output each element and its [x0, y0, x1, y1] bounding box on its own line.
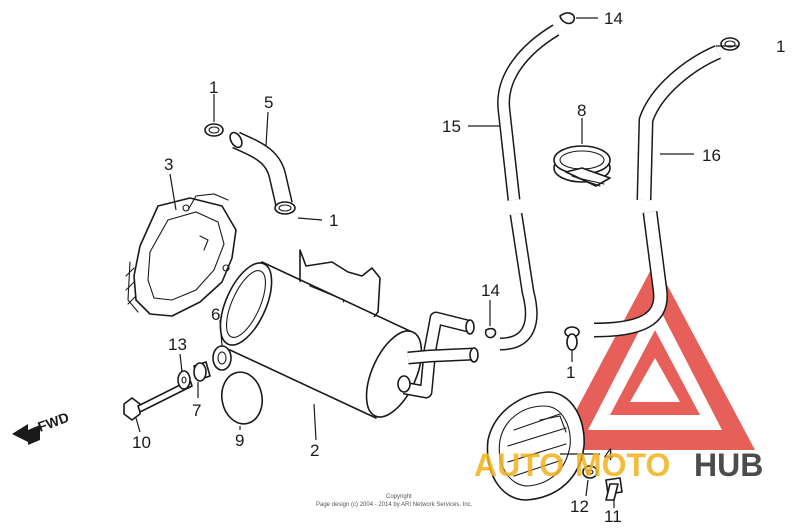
- watermark-text-moto: MOTO: [575, 447, 670, 483]
- hose-16: [593, 45, 722, 338]
- watermark-logo: [555, 262, 755, 450]
- watermark-wordmark: AUTO MOTO HUB: [474, 447, 763, 483]
- hose-clamp-mid-left: [274, 201, 296, 215]
- callout-2: 2: [310, 441, 319, 460]
- copyright-line-1: Copyright: [386, 494, 412, 500]
- callout-14: 14: [604, 9, 623, 28]
- callout-4: 4: [604, 445, 613, 464]
- leader-lines: [135, 17, 738, 508]
- callout-7: 7: [192, 401, 201, 420]
- callout-15: 15: [442, 117, 461, 136]
- callout-1: 1: [329, 211, 338, 230]
- hose-clamp-lower-right: [564, 326, 580, 351]
- callout-3: 3: [164, 155, 173, 174]
- cover-plate-4: [486, 391, 585, 501]
- gasket-9: [220, 371, 264, 425]
- collar-7: [193, 361, 211, 382]
- forward-label: FWD: [36, 409, 71, 435]
- band-clamp: [553, 145, 611, 187]
- hose-5: [229, 131, 293, 207]
- bolt-11: [605, 477, 623, 501]
- watermark-text-hub: HUB: [694, 447, 763, 483]
- air-cleaner-cover: [125, 193, 237, 317]
- copyright-line-2: Page design (c) 2004 - 2014 by ARI Netwo…: [316, 502, 473, 508]
- hose-clamp-top-left: [204, 123, 224, 137]
- copyright-notice: Copyright Page design (c) 2004 - 2014 by…: [316, 494, 473, 508]
- callout-8: 8: [577, 101, 586, 120]
- callout-9: 9: [235, 431, 244, 450]
- hose-15: [497, 24, 560, 351]
- washer-12: [582, 465, 598, 479]
- callout-10: 10: [132, 433, 151, 452]
- watermark-text-auto: AUTO: [474, 447, 564, 483]
- grommet-6: [212, 345, 232, 371]
- charcoal-canister: [219, 249, 479, 419]
- callout-6: 6: [211, 305, 220, 324]
- callout-1: 1: [566, 363, 575, 382]
- callout-1: 1: [776, 37, 785, 56]
- bolt-10: [123, 379, 193, 421]
- callout-numbers: 1 5 3 1 1 14 15 8 16 14 1 6 13 7 9 10 2 …: [132, 9, 785, 526]
- callout-16: 16: [702, 146, 721, 165]
- hose-clamp-top-right: [720, 37, 740, 51]
- callout-11: 11: [604, 507, 622, 526]
- forward-arrow: FWD: [12, 409, 71, 445]
- callout-13: 13: [168, 335, 187, 354]
- hose-clip-middle: [484, 327, 497, 339]
- hose-clip-top: [559, 12, 576, 25]
- washer-13: [177, 370, 191, 390]
- callout-5: 5: [264, 93, 273, 112]
- callout-12: 12: [570, 497, 589, 516]
- callout-14: 14: [481, 281, 500, 300]
- callout-1: 1: [209, 78, 218, 97]
